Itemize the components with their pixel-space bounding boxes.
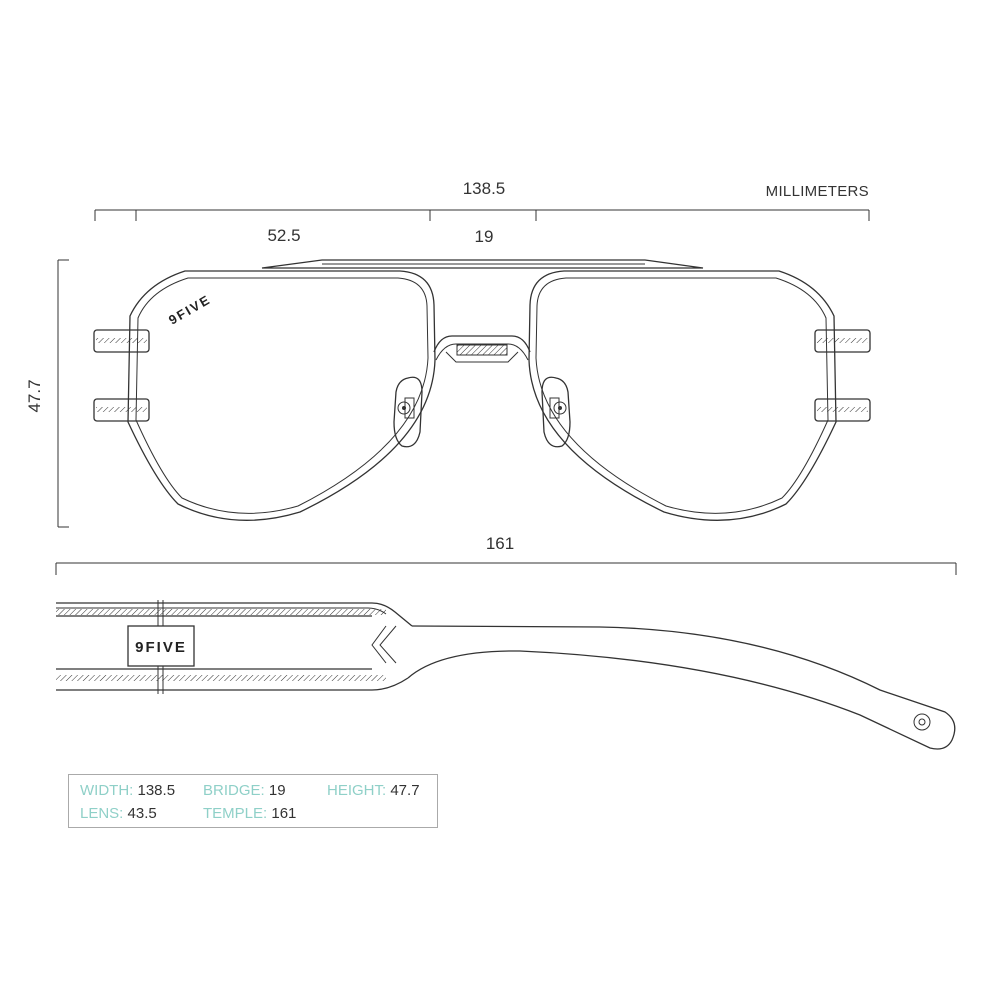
right-lens	[528, 270, 837, 521]
side-view: 9FIVE	[56, 600, 956, 750]
spec-key: TEMPLE:	[203, 805, 272, 822]
units-label: MILLIMETERS	[766, 183, 869, 200]
spec-temple: TEMPLE: 161	[203, 805, 296, 822]
right-hinges	[814, 329, 871, 422]
spec-width: WIDTH: 138.5	[80, 782, 175, 799]
left-lens	[127, 270, 436, 521]
spec-bridge: BRIDGE: 19	[203, 782, 286, 799]
spec-key: LENS:	[80, 805, 128, 822]
temple-length-label: 161	[486, 534, 514, 553]
temple-arm	[407, 625, 956, 750]
nose-bridge	[433, 335, 531, 353]
left-nose-pad	[393, 376, 423, 448]
left-hinges	[93, 329, 150, 422]
spec-value: 47.7	[390, 782, 420, 799]
lens-width-label: 52.5	[267, 226, 300, 245]
spec-summary-box: WIDTH: 138.5 BRIDGE: 19 HEIGHT: 47.7 LEN…	[68, 774, 438, 828]
lens-brand-logo: 9FIVE	[166, 292, 213, 328]
spec-height: HEIGHT: 47.7	[327, 782, 420, 799]
height-dimension-line	[57, 259, 69, 528]
spec-key: WIDTH:	[80, 782, 138, 799]
bridge-label: 19	[475, 227, 494, 246]
top-dimension-line	[94, 209, 870, 221]
spec-value: 19	[268, 782, 286, 799]
spec-key: BRIDGE:	[203, 782, 269, 799]
height-label: 47.7	[25, 379, 44, 412]
side-brand-box	[127, 625, 195, 667]
side-brand-logo: 9FIVE	[135, 639, 187, 656]
temple-tip-logo-icon	[913, 713, 931, 731]
spec-value: 43.5	[127, 805, 157, 822]
spec-key: HEIGHT:	[327, 782, 391, 799]
spec-value: 161	[271, 805, 297, 822]
right-nose-pad	[541, 376, 571, 448]
spec-value: 138.5	[137, 782, 176, 799]
temple-dimension-line	[55, 562, 957, 575]
total-width-label: 138.5	[463, 179, 506, 198]
front-view: 9FIVE	[93, 259, 871, 521]
spec-lens: LENS: 43.5	[80, 805, 157, 822]
